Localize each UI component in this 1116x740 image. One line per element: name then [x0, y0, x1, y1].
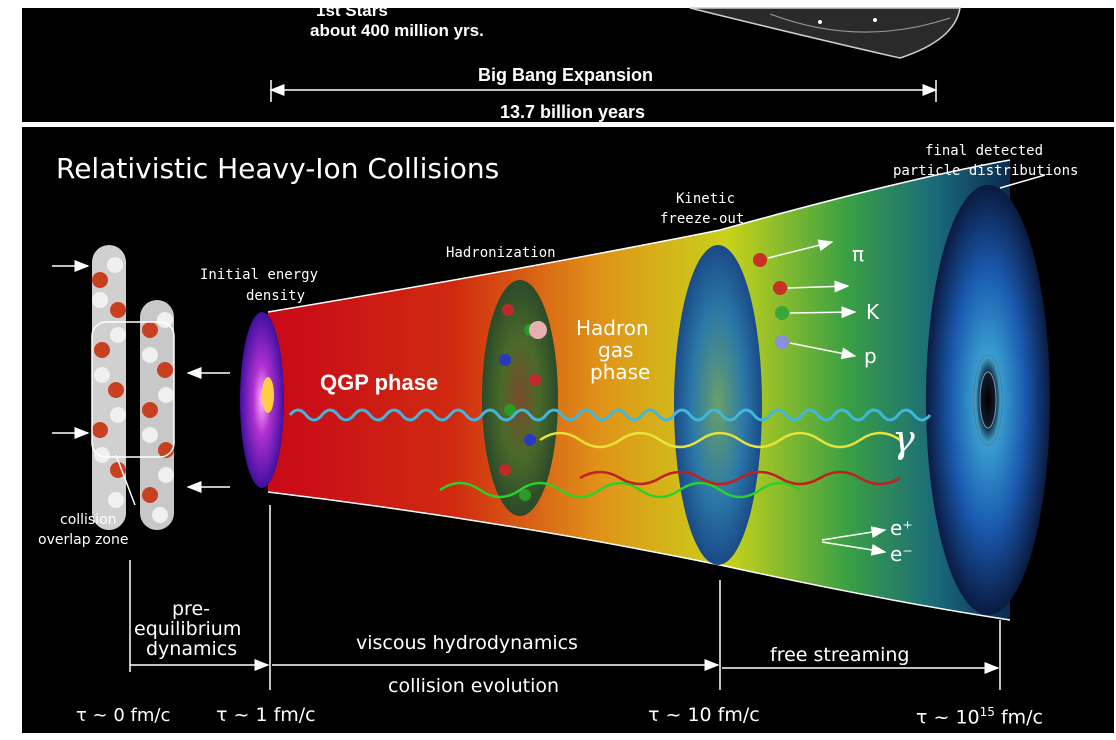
tau15-base: τ ~ 10	[916, 706, 980, 729]
tau0-label: τ ~ 0 fm/c	[76, 705, 171, 726]
collision-zone-label-1: collision	[60, 512, 117, 528]
electron-label: e⁻	[890, 542, 913, 566]
tau1-label: τ ~ 1 fm/c	[216, 704, 316, 726]
tau15-unit: fm/c	[994, 706, 1043, 729]
collision-evolution-label: collision evolution	[388, 675, 560, 697]
pion-label: π	[852, 242, 865, 266]
qgp-phase-label: QGP phase	[320, 370, 439, 395]
proton-label: p	[864, 344, 877, 368]
kaon-label: K	[866, 300, 880, 324]
yellow-track	[539, 431, 901, 449]
stars-line2: about 400 million yrs.	[310, 21, 484, 40]
gamma-label: γ	[892, 417, 915, 461]
proton-dot	[775, 335, 789, 349]
photon-wave	[288, 408, 932, 422]
kaon-dot	[775, 306, 789, 320]
hadron-gas-label-2: gas	[598, 338, 634, 362]
initial-energy-label-2: density	[246, 288, 306, 304]
collision-zone-label-2: overlap zone	[38, 532, 129, 548]
pion-dot	[753, 253, 767, 267]
freezeout-ellipse	[674, 245, 762, 565]
pion-dot	[773, 281, 787, 295]
final-detected-label-2: particle distributions	[893, 163, 1079, 179]
viscous-label: viscous hydrodynamics	[356, 632, 578, 654]
evolution-cone	[268, 160, 1010, 620]
red-track	[579, 470, 901, 486]
hadronization-ellipse	[482, 280, 558, 516]
kinetic-label-1: Kinetic	[676, 191, 736, 207]
hadron-gas-label-1: Hadron	[576, 316, 649, 340]
hadronization-label: Hadronization	[446, 245, 556, 261]
pre-eq-label-1: pre-	[172, 598, 210, 620]
universe-cone	[689, 7, 961, 59]
pre-eq-label-2: equilibrium	[134, 618, 242, 640]
pre-eq-label-3: dynamics	[146, 638, 238, 660]
timeline-lines	[130, 505, 1001, 690]
initial-energy-blob	[240, 312, 284, 488]
tau15-label: τ ~ 1015 fm/c	[916, 706, 1043, 727]
green-track	[439, 481, 801, 499]
tau10-label: τ ~ 10 fm/c	[648, 704, 760, 726]
hadron-dots	[499, 304, 547, 501]
free-streaming-label: free streaming	[770, 644, 910, 666]
detector-display	[926, 185, 1050, 615]
expansion-label: Big Bang Expansion	[478, 65, 654, 85]
collision-arrows	[52, 260, 230, 493]
initial-energy-label-1: Initial energy	[200, 267, 319, 283]
final-detected-label-1: final detected	[925, 143, 1044, 159]
diagram-title: Relativistic Heavy-Ion Collisions	[56, 152, 500, 185]
stars-line1: 1st Stars	[316, 1, 388, 20]
kinetic-label-2: freeze-out	[660, 211, 745, 227]
expansion-duration: 13.7 billion years	[500, 102, 646, 122]
tau15-exponent: 15	[979, 705, 995, 719]
positron-label: e⁺	[890, 516, 913, 540]
hadron-gas-label-3: phase	[590, 360, 651, 384]
